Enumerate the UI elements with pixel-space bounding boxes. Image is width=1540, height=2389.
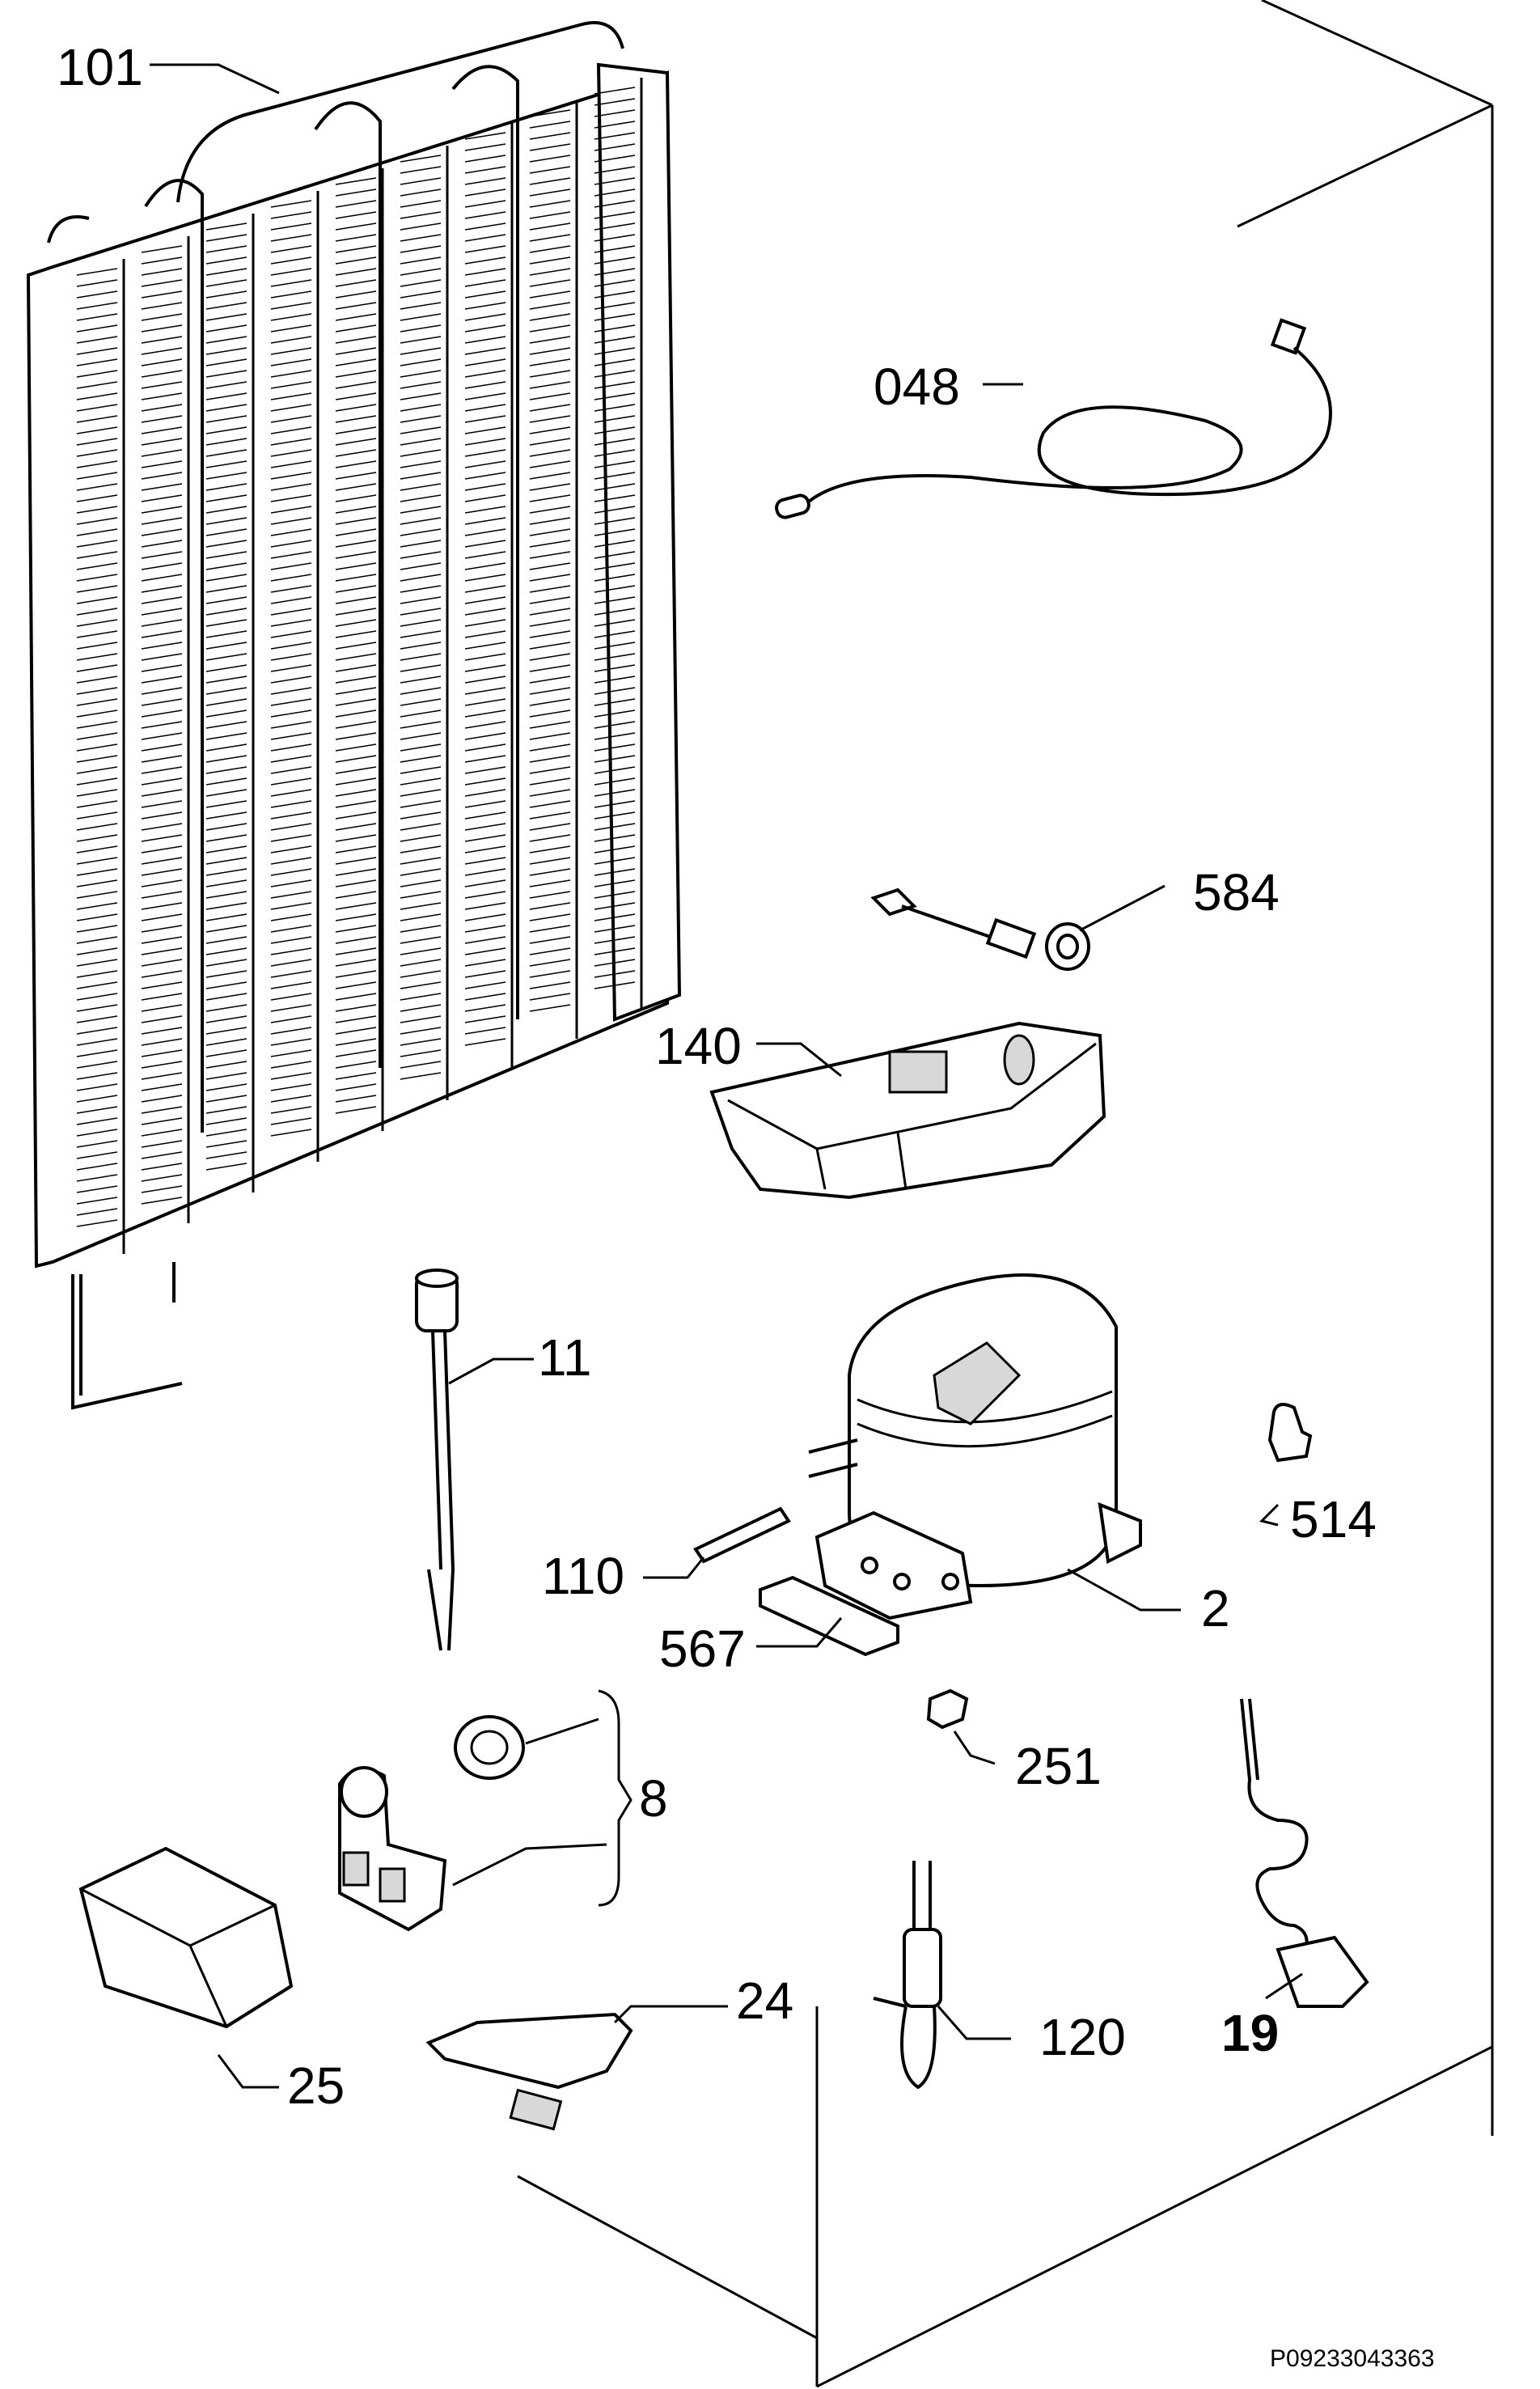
drawing-code: P09233043363 (1270, 2345, 1435, 2372)
rubber-grommet-part (1267, 1403, 1313, 1463)
thermostat-part (415, 1269, 459, 1651)
label-048: 048 (874, 358, 960, 416)
label-584: 584 (1193, 863, 1280, 921)
nut-part (926, 1688, 969, 1730)
label-567: 567 (659, 1620, 746, 1678)
condenser-coil-part (26, 21, 682, 1410)
compressor-part (808, 1273, 1142, 1620)
label-24: 24 (736, 1972, 793, 2030)
cabinet-outline (517, 0, 1494, 2388)
label-2: 2 (1201, 1579, 1230, 1637)
grommet-part (870, 887, 1090, 971)
leader-lines (150, 63, 1303, 2089)
label-110: 110 (542, 1547, 624, 1605)
label-514: 514 (1290, 1490, 1377, 1548)
label-19: 19 (1221, 2004, 1279, 2062)
condenser-fins (76, 78, 643, 1254)
label-101: 101 (57, 38, 143, 96)
label-251: 251 (1015, 1737, 1102, 1795)
starter-relay-part (338, 1715, 525, 1932)
label-8: 8 (639, 1769, 668, 1828)
label-140: 140 (655, 1017, 742, 1075)
tube-part (693, 1506, 791, 1564)
heater-part (873, 1861, 942, 2090)
label-25: 25 (287, 2056, 345, 2115)
sensor-cable-part (775, 318, 1332, 519)
control-box-part (78, 1846, 294, 2029)
connector-part (425, 2012, 633, 2131)
label-120: 120 (1039, 2008, 1126, 2066)
part-labels: 101 048 584 140 11 514 110 2 567 251 8 2… (57, 38, 1377, 2115)
relay-cover-part (709, 1021, 1106, 1200)
mounting-plate-part (759, 1575, 899, 1657)
label-11: 11 (538, 1328, 591, 1387)
power-cord-part (1240, 1698, 1369, 2008)
